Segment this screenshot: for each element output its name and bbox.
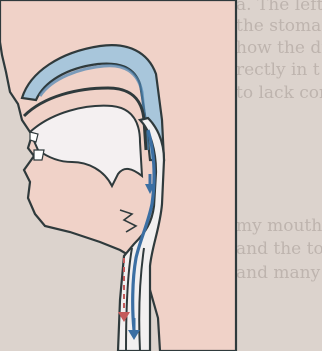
upper-teeth bbox=[30, 132, 38, 142]
lower-teeth bbox=[34, 150, 44, 160]
